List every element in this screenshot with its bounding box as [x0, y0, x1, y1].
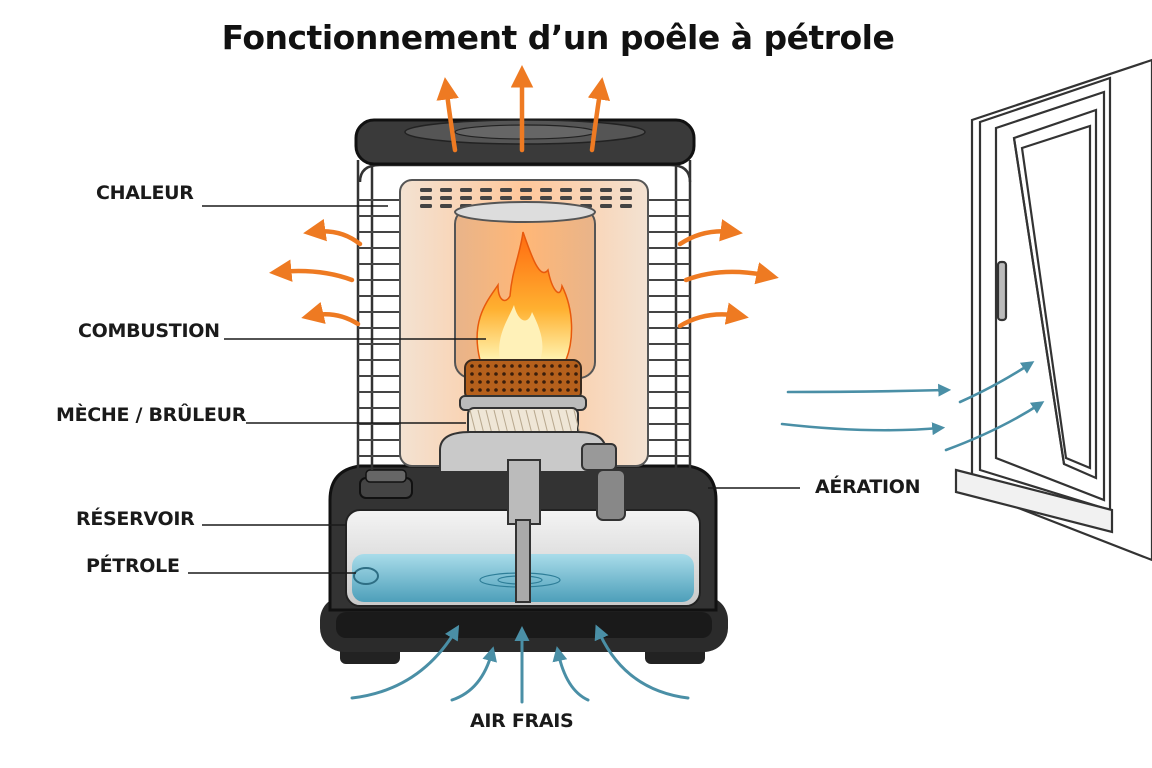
- heat-arrows: [269, 65, 779, 329]
- label-reservoir: RÉSERVOIR: [76, 508, 195, 530]
- label-petrole: PÉTROLE: [86, 555, 180, 577]
- label-chaleur: CHALEUR: [96, 182, 194, 204]
- cage-rings: [358, 199, 690, 457]
- outer-cage: [356, 160, 692, 470]
- fuel-cap: [359, 469, 413, 499]
- top-lid: [354, 118, 696, 166]
- flame: [476, 231, 573, 361]
- wick-mechanism: [439, 431, 626, 603]
- fresh-air-arrows: [350, 624, 690, 704]
- ventilation-arrows: [780, 361, 1045, 452]
- window: [954, 58, 1152, 562]
- label-meche-bruleur: MÈCHE / BRÛLEUR: [56, 404, 247, 426]
- leader-lines: [188, 205, 800, 574]
- label-air-frais: AIR FRAIS: [470, 710, 574, 732]
- label-aeration: AÉRATION: [815, 476, 921, 498]
- label-combustion: COMBUSTION: [78, 320, 220, 342]
- diagram-title: Fonctionnement d’un poêle à pétrole: [221, 18, 895, 57]
